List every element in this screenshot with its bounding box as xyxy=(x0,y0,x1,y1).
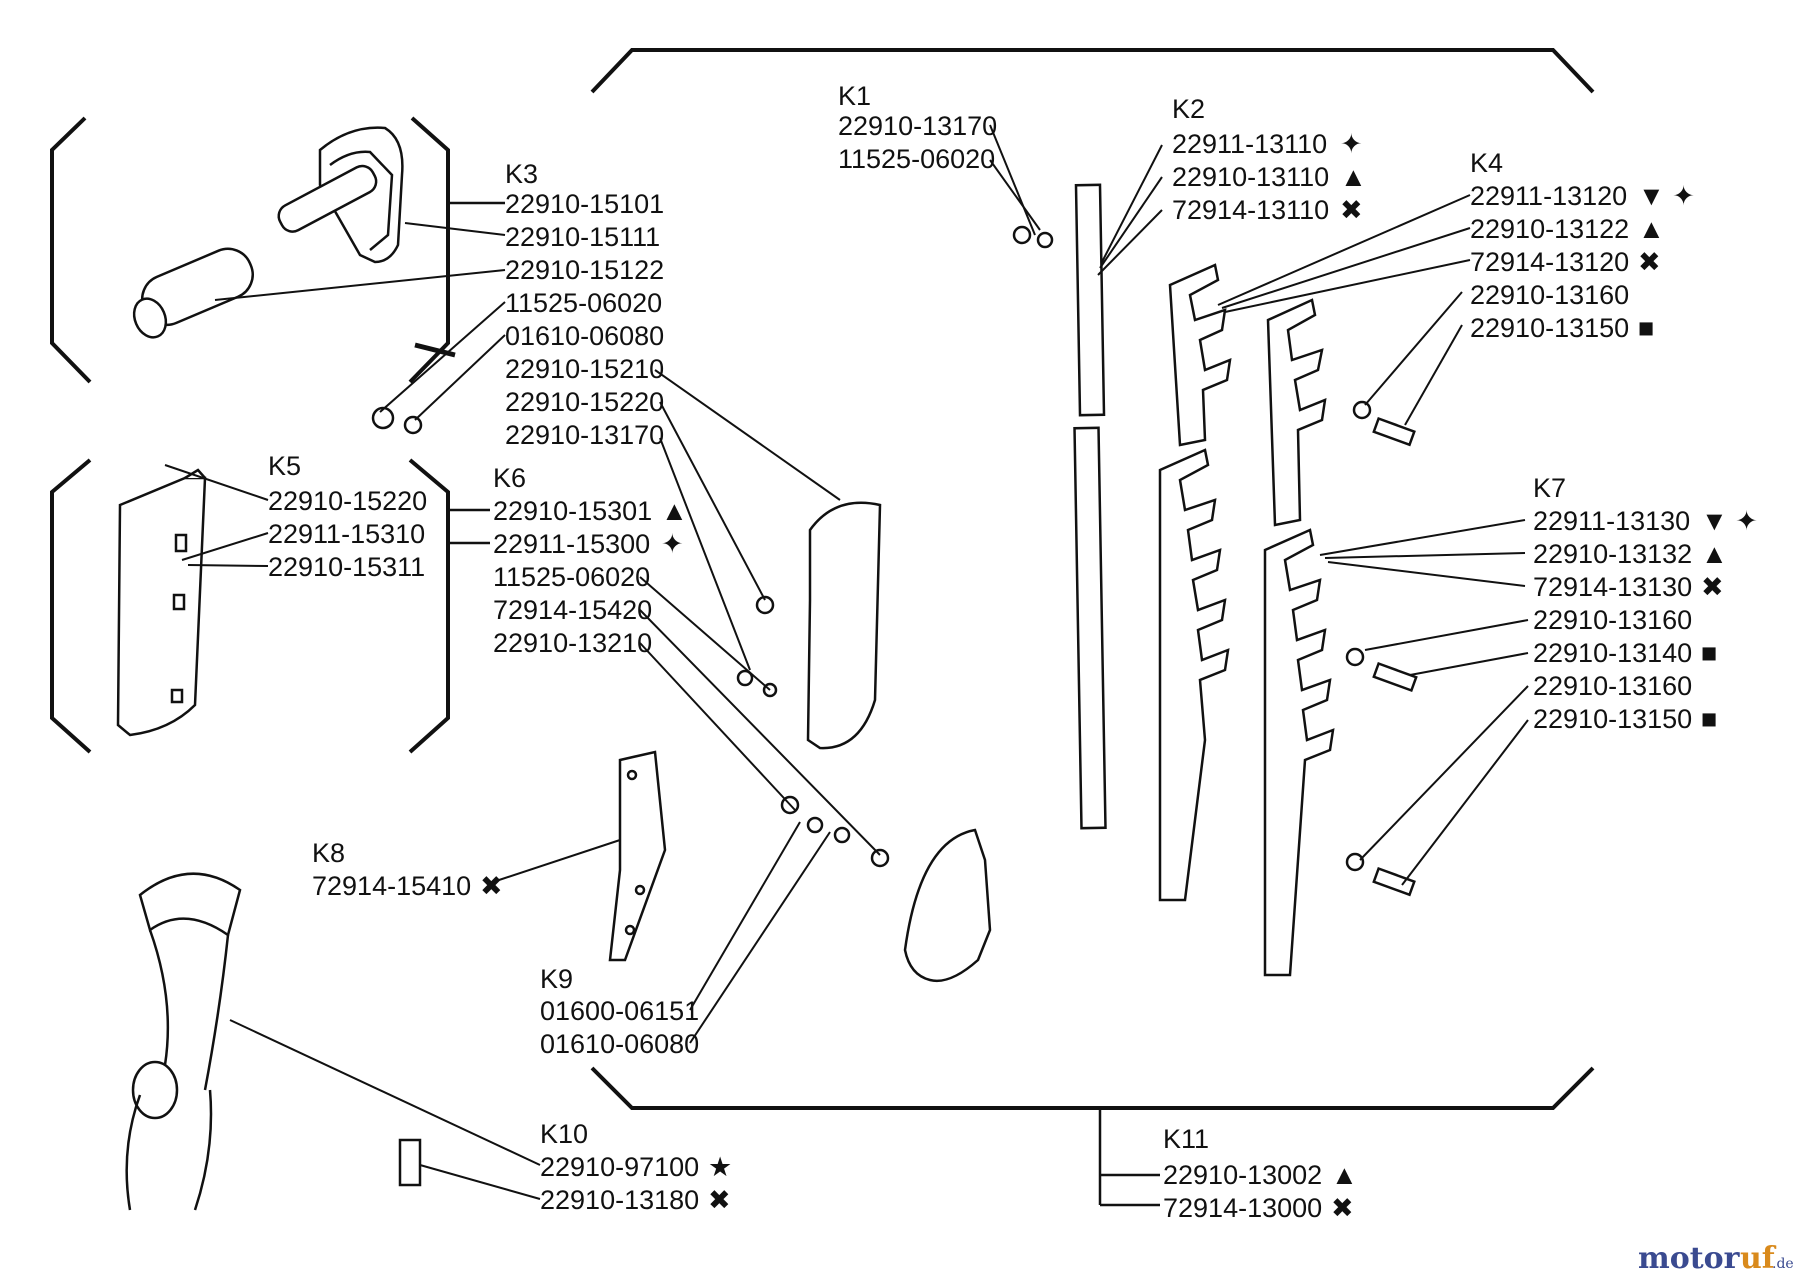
part-number: 22910-15220 xyxy=(268,486,427,516)
cover-drawing xyxy=(116,468,207,737)
part-number: 01600-06151 xyxy=(540,996,699,1026)
part-symbol: ■ xyxy=(1701,704,1717,734)
part-symbol: ■ xyxy=(1638,313,1654,343)
group-code: K7 xyxy=(1533,473,1566,503)
part-symbol: ✖ xyxy=(1340,195,1363,225)
group-code: K1 xyxy=(838,81,871,111)
part-symbol: ✖ xyxy=(480,871,503,901)
shoulder-strap-drawing xyxy=(125,872,242,1211)
part-symbol: ▼ ✦ xyxy=(1638,181,1695,211)
group-code: K10 xyxy=(540,1119,588,1149)
group-code: K11 xyxy=(1163,1124,1209,1154)
part-number: 72914-13130 xyxy=(1533,572,1692,602)
part-number: 22911-13130 xyxy=(1533,506,1690,536)
part-symbol: ✖ xyxy=(1331,1193,1354,1223)
part-number: 11525-06020 xyxy=(493,562,650,592)
part-symbol: ✖ xyxy=(1701,572,1724,602)
part-number: 01610-06080 xyxy=(540,1029,699,1059)
part-symbol: ★ xyxy=(708,1152,732,1182)
part-number: 22910-13160 xyxy=(1533,605,1692,635)
part-number: 22910-13140 xyxy=(1533,638,1692,668)
watermark-part2: uf xyxy=(1740,1241,1777,1276)
part-number: 72914-15410 xyxy=(312,871,471,901)
part-number: 11525-06020 xyxy=(505,288,662,318)
part-number: 22910-13180 xyxy=(540,1185,699,1215)
group-code: K2 xyxy=(1172,94,1205,124)
part-number: 72914-13120 xyxy=(1470,247,1629,277)
part-number: 72914-13000 xyxy=(1163,1193,1322,1223)
group-k11: K11 22910-13002 ▲ 72914-13000 ✖ xyxy=(1163,1124,1358,1223)
part-number: 22910-15210 xyxy=(505,354,664,384)
part-symbol: ▲ xyxy=(1340,162,1367,192)
part-symbol: ✖ xyxy=(1638,247,1661,277)
watermark-suffix: .de xyxy=(1772,1256,1794,1272)
group-code: K8 xyxy=(312,838,345,868)
part-number: 22911-13110 xyxy=(1172,129,1327,159)
part-number: 72914-13110 xyxy=(1172,195,1329,225)
part-number: 22910-15101 xyxy=(505,189,664,219)
part-symbol: ✦ xyxy=(1340,129,1363,159)
part-symbol: ■ xyxy=(1701,638,1717,668)
part-number: 22910-15301 xyxy=(493,496,652,526)
group-code: K6 xyxy=(493,463,526,493)
part-symbol: ✦ xyxy=(661,529,684,559)
part-symbol: ▲ xyxy=(1701,539,1728,569)
part-symbol: ▲ xyxy=(661,496,688,526)
part-symbol: ▲ xyxy=(1638,214,1665,244)
part-number: 22910-13160 xyxy=(1470,280,1629,310)
watermark-part1: motor xyxy=(1638,1241,1741,1276)
part-number: 22910-15111 xyxy=(505,222,660,252)
part-number: 22910-13132 xyxy=(1533,539,1692,569)
watermark: motor uf .de xyxy=(1638,1241,1794,1276)
part-number: 72914-15420 xyxy=(493,595,652,625)
part-number: 22910-13150 xyxy=(1533,704,1692,734)
part-number: 22910-13170 xyxy=(505,420,664,450)
part-number: 22911-15310 xyxy=(268,519,425,549)
part-number: 22910-13170 xyxy=(838,111,997,141)
group-k2: K2 22911-13110 ✦ 22910-13110 ▲ 72914-13110 ✖ xyxy=(1172,94,1367,225)
group-brackets xyxy=(50,48,1595,1207)
group-code: K4 xyxy=(1470,148,1503,178)
part-symbol: ✖ xyxy=(708,1185,731,1215)
group-code: K9 xyxy=(540,964,573,994)
part-number: 11525-06020 xyxy=(838,144,995,174)
group-k3: K322910-1510122910-1511122910-1512211525… xyxy=(505,159,664,450)
part-number: 22910-13150 xyxy=(1470,313,1629,343)
group-code: K3 xyxy=(505,159,538,189)
part-number: 22910-13160 xyxy=(1533,671,1692,701)
part-number: 22910-15311 xyxy=(268,552,425,582)
blade-assembly-drawing xyxy=(398,183,1418,1187)
part-number: 22911-13120 xyxy=(1470,181,1627,211)
throttle-handle-drawing xyxy=(132,126,456,435)
part-number: 22910-13110 xyxy=(1172,162,1329,192)
part-symbol: ▼ ✦ xyxy=(1701,506,1758,536)
part-symbol: ▲ xyxy=(1331,1160,1358,1190)
part-number: 22910-13002 xyxy=(1163,1160,1322,1190)
part-number: 01610-06080 xyxy=(505,321,664,351)
part-number: 22911-15300 xyxy=(493,529,650,559)
part-number: 22910-13210 xyxy=(493,628,652,658)
part-labels: K122910-1317011525-06020K222911-13110✦22… xyxy=(268,81,1758,1223)
leader-lines xyxy=(164,124,1529,1200)
part-number: 22910-15220 xyxy=(505,387,664,417)
part-number: 22910-13122 xyxy=(1470,214,1629,244)
group-code: K5 xyxy=(268,451,301,481)
part-number: 22910-97100 xyxy=(540,1152,699,1182)
part-number: 22910-15122 xyxy=(505,255,664,285)
